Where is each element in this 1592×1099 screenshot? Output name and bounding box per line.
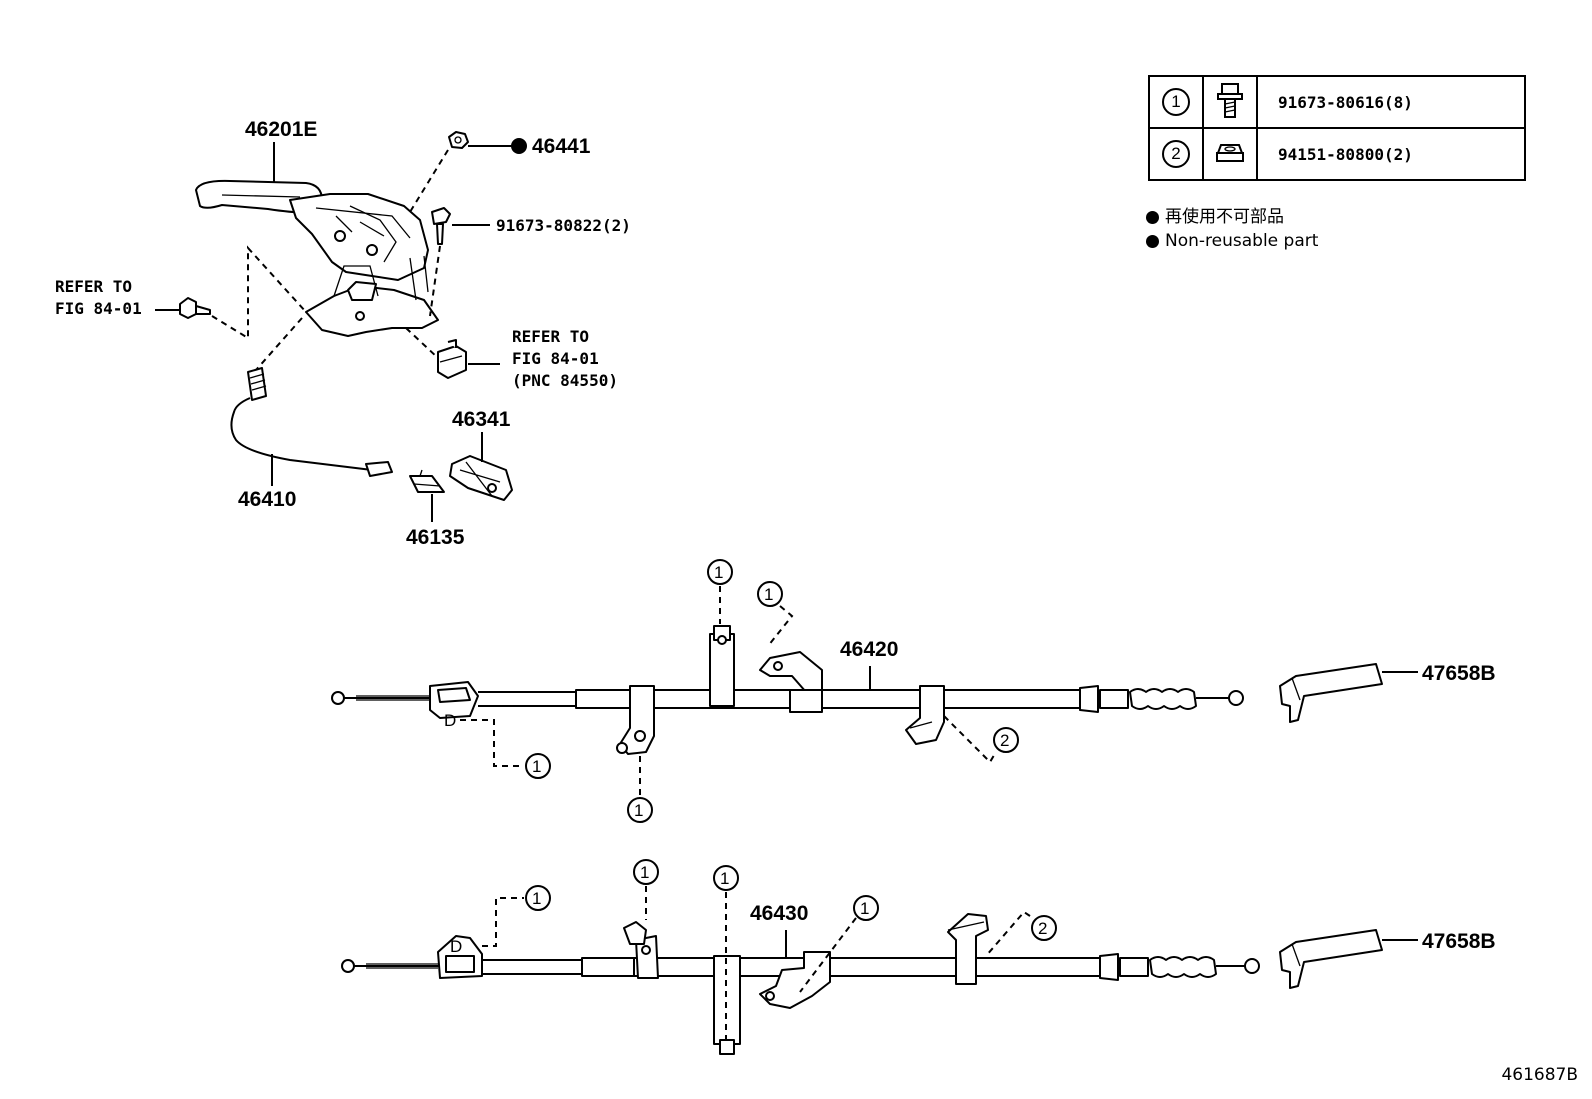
connector-84550: [437, 339, 467, 379]
label-refer-right-2: FIG 84-01: [512, 349, 599, 368]
note-jp: 再使用不可部品: [1146, 205, 1318, 229]
dash-refer-left: [211, 245, 307, 340]
rear-cable-46430: D: [341, 913, 1260, 1055]
equalizer-46341: [449, 455, 513, 501]
callout-lh-clamp: 1: [799, 895, 879, 993]
rear-cable-46420: D: [331, 625, 1244, 755]
bracket-mark: D: [444, 711, 456, 730]
callout-rh-clamp-bolt: 1: [757, 581, 794, 647]
svg-text:1: 1: [860, 899, 869, 918]
legend-part-1: 91673-80616(8): [1256, 75, 1526, 129]
flange-nut-icon: [1216, 144, 1244, 162]
label-refer-right-3: (PNC 84550): [512, 371, 618, 390]
figure-code: 461687B: [1501, 1065, 1578, 1085]
dash-bolt-to-base: [429, 245, 441, 317]
svg-text:1: 1: [532, 889, 541, 908]
label-bolt: 91673-80822(2): [496, 216, 631, 235]
label-lh-cable: 46430: [750, 902, 808, 925]
legend-row-1: 1 91673-80616(8): [1148, 75, 1526, 129]
callout-rh-left-bracket: 1: [460, 719, 551, 779]
label-rh-cable: 46420: [840, 638, 898, 661]
svg-text:1: 1: [532, 757, 541, 776]
label-refer-right-1: REFER TO: [512, 327, 589, 346]
svg-text:1: 1: [764, 585, 773, 604]
label-equalizer: 46341: [452, 408, 511, 431]
legend-number-1: 1: [1162, 88, 1190, 116]
front-cable-46410: [230, 367, 393, 477]
svg-text:1: 1: [634, 801, 643, 820]
dash-cable-to-lever: [255, 317, 303, 371]
boot-lower-47658b: [1279, 929, 1383, 989]
clip-46135: [409, 469, 445, 493]
svg-text:2: 2: [1000, 731, 1009, 750]
bolt-91673-80822: [431, 207, 451, 245]
svg-text:1: 1: [640, 863, 649, 882]
non-reusable-dot-icon: [1146, 234, 1159, 248]
legend-table: 1 91673-80616(8) 2 94151-80800(2): [1148, 75, 1526, 181]
legend-number-2: 2: [1162, 140, 1190, 168]
callout-rh-top-bolt: 1: [707, 559, 733, 624]
label-clip: 46135: [406, 526, 465, 549]
label-refer-left-2: FIG 84-01: [55, 299, 142, 318]
callout-lh-up-bracket: 1: [633, 859, 659, 920]
flange-bolt-icon: [1217, 83, 1243, 118]
label-boot-lower: 47658B: [1422, 930, 1496, 953]
boot-upper-47658b: [1279, 663, 1383, 723]
callout-rh-down-bracket: 1: [627, 756, 653, 823]
parking-brake-lever: [195, 179, 439, 337]
svg-text:2: 2: [1038, 919, 1047, 938]
dash-nut-to-lever: [409, 149, 449, 213]
label-front-cable: 46410: [238, 488, 296, 511]
svg-text:1: 1: [720, 869, 729, 888]
label-lever: 46201E: [245, 118, 317, 141]
callout-lh-nut: 2: [985, 910, 1057, 957]
callout-rh-nut: 2: [943, 715, 1019, 764]
label-nut: 46441: [532, 135, 591, 158]
dash-connector: [405, 327, 439, 359]
callout-lh-long-bracket: 1: [713, 865, 739, 1040]
label-refer-left-1: REFER TO: [55, 277, 132, 296]
non-reusable-dot-icon: [511, 138, 527, 154]
non-reusable-dot-icon: [1146, 210, 1159, 224]
nut-46441: [448, 131, 469, 149]
note-en: Non-reusable part: [1146, 229, 1318, 253]
callout-lh-left-bracket: 1: [482, 885, 551, 947]
bolt-refer-left: [179, 297, 211, 319]
bracket-mark-lh: D: [450, 937, 462, 956]
legend-notes: 再使用不可部品 Non-reusable part: [1146, 205, 1318, 253]
label-boot-upper: 47658B: [1422, 662, 1496, 685]
legend-part-2: 94151-80800(2): [1256, 127, 1526, 181]
legend-row-2: 2 94151-80800(2): [1148, 127, 1526, 181]
svg-text:1: 1: [714, 563, 723, 582]
